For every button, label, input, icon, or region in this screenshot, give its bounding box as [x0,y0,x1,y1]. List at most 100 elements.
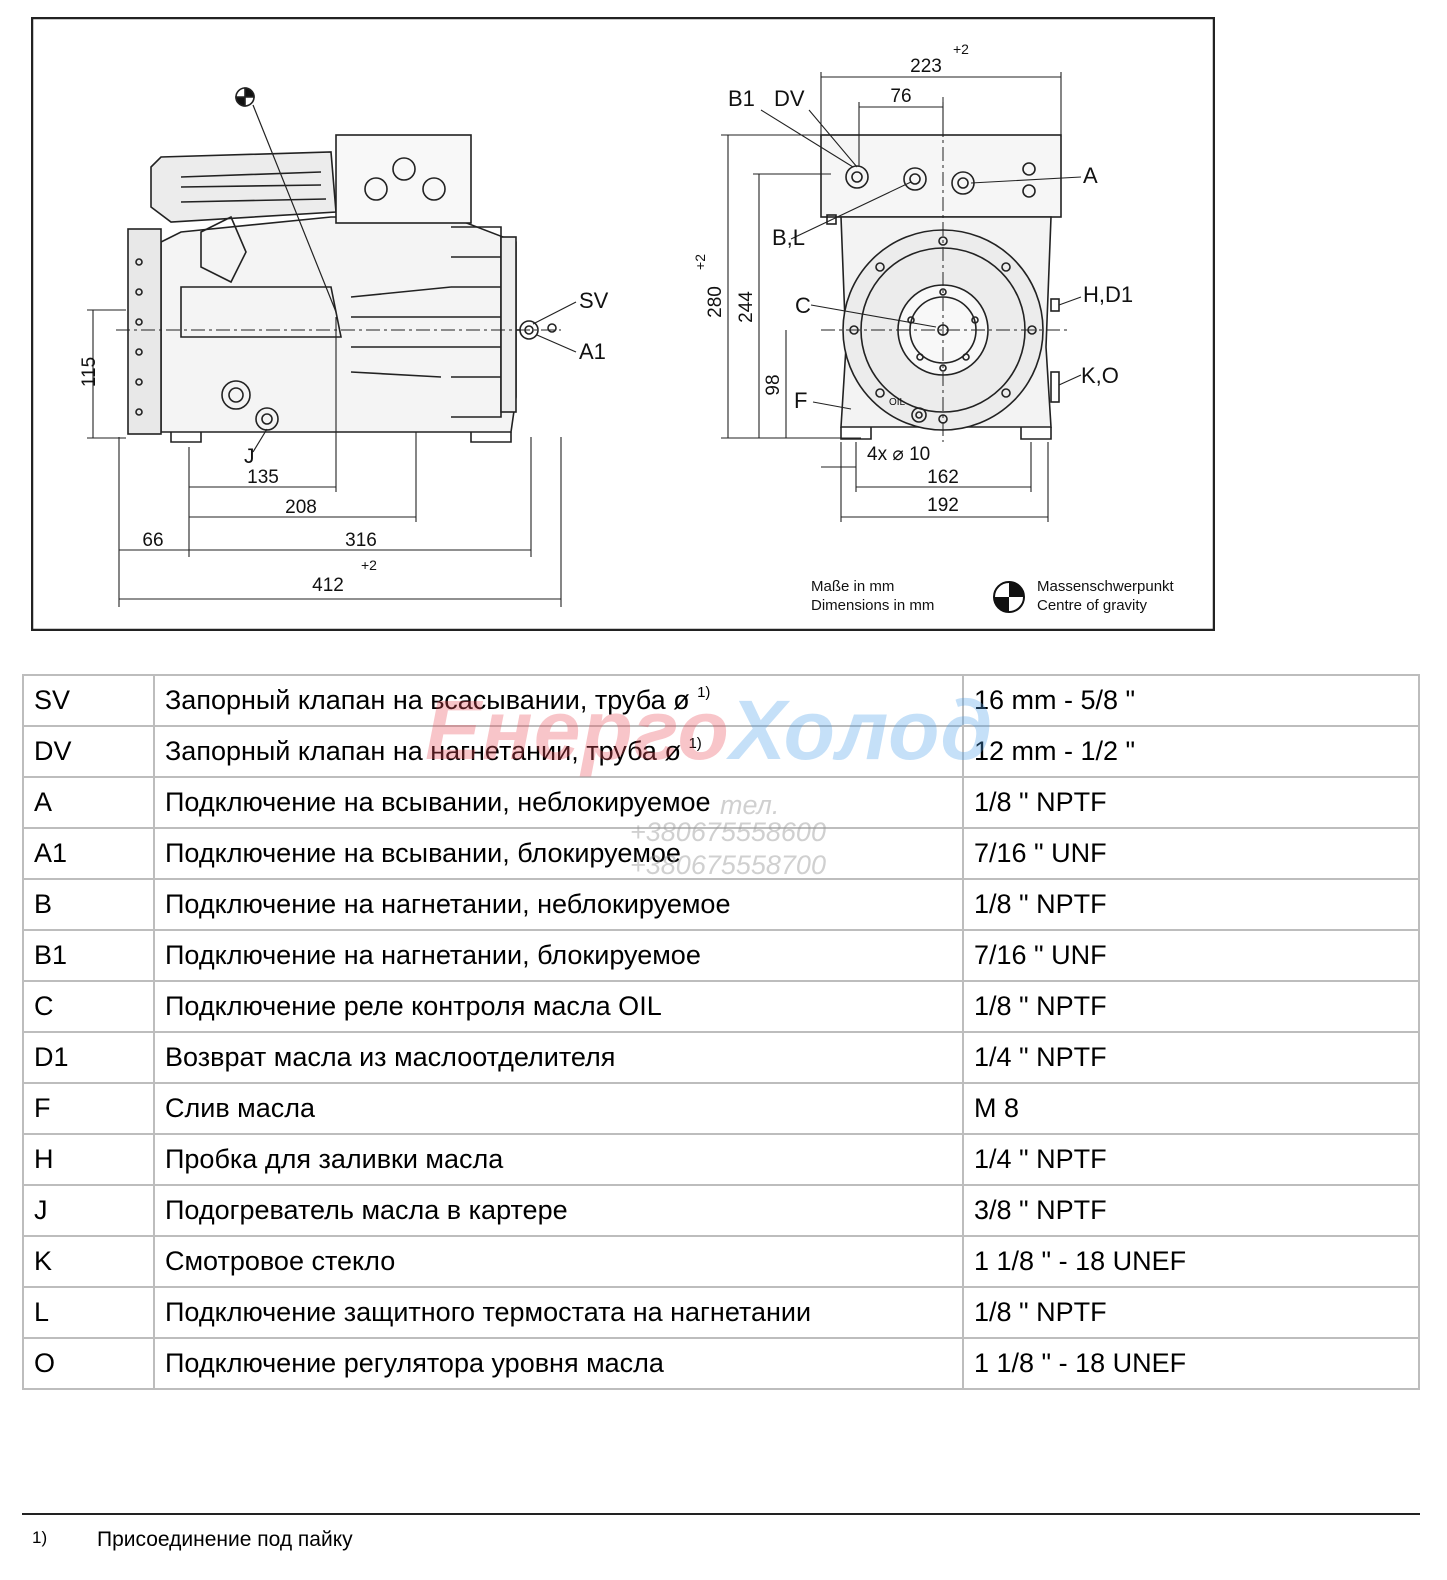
label-ko: K,O [1081,363,1119,388]
row-code: F [22,1082,155,1135]
footnote-divider [22,1513,1420,1515]
row-description: Подключение на нагнетании, неблокируемое [153,878,964,931]
row-description: Подключение на всывании, блокируемое [153,827,964,880]
dim-208: 208 [285,497,317,518]
row-code: K [22,1235,155,1288]
label-sv: SV [579,288,609,313]
label-bl: B,L [772,225,805,250]
dim-316: 316 [345,530,377,551]
row-description-text: Запорный клапан на нагнетании, труба ø [165,736,681,766]
units-en: Dimensions in mm [811,597,934,614]
row-value: 1/8 " NPTF [962,1286,1420,1339]
row-value: 7/16 " UNF [962,929,1420,982]
row-value: 1 1/8 " - 18 UNEF [962,1337,1420,1390]
row-description: Пробка для заливки масла [153,1133,964,1186]
footnote-text: Присоединение под пайку [97,1528,353,1551]
dim-223-tolerance: +2 [953,41,969,57]
dim-280: 280 [705,286,726,318]
dim-412-tolerance: +2 [361,557,377,573]
footnote-mark: 1) [32,1528,48,1547]
technical-drawing: 115 135 208 66 316 412 +2 SV A1 J [31,17,1215,631]
end-view [760,97,1082,442]
drawing-legend: Maße in mm Dimensions in mm Massenschwer… [811,578,1175,614]
row-description-text: Подключение на нагнетании, блокируемое [165,940,701,970]
dim-412: 412 [312,575,344,596]
row-description: Слив масла [153,1082,964,1135]
dim-280-tolerance: +2 [692,254,708,270]
row-code: DV [22,725,155,778]
row-value: 1/8 " NPTF [962,980,1420,1033]
row-value: 1 1/8 " - 18 UNEF [962,1235,1420,1288]
table-row: J Подогреватель масла в картере 3/8 " NPTF [22,1184,1420,1237]
row-description-text: Подключение на нагнетании, неблокируемое [165,889,731,919]
table-row: SV Запорный клапан на всасывании, труба ø… [22,674,1420,727]
row-code: J [22,1184,155,1237]
row-value: 7/16 " UNF [962,827,1420,880]
row-description-text: Смотровое стекло [165,1246,396,1276]
row-description-text: Подключение защитного термостата на нагн… [165,1297,812,1327]
row-description-text: Запорный клапан на всасывании, труба ø [165,685,690,715]
row-description: Возврат масла из маслоотделителя [153,1031,964,1084]
row-description-text: Пробка для заливки масла [165,1144,504,1174]
dim-115: 115 [79,357,100,387]
table-row: B1 Подключение на нагнетании, блокируемое… [22,929,1420,982]
dim-223: 223 [910,56,942,77]
table-row: L Подключение защитного термостата на наг… [22,1286,1420,1339]
row-value: M 8 [962,1082,1420,1135]
dim-76: 76 [890,86,911,107]
label-oil: OIL [889,397,906,408]
row-code: H [22,1133,155,1186]
row-value: 16 mm - 5/8 " [962,674,1420,727]
row-code: SV [22,674,155,727]
row-description: Подключение регулятора уровня масла [153,1337,964,1390]
label-j: J [244,445,255,468]
row-code: D1 [22,1031,155,1084]
row-description-text: Возврат масла из маслоотделителя [165,1042,616,1072]
row-description: Подключение реле контроля масла OIL [153,980,964,1033]
connections-table: SV Запорный клапан на всасывании, труба ø… [22,674,1420,1390]
side-view [116,87,577,453]
dim-162: 162 [927,467,959,488]
label-a: A [1083,163,1098,188]
label-dv: DV [774,86,805,111]
table-row: B Подключение на нагнетании, неблокируемо… [22,878,1420,931]
dim-98: 98 [763,374,784,395]
label-b1: B1 [728,86,755,111]
table-row: K Смотровое стекло 1 1/8 " - 18 UNEF [22,1235,1420,1288]
row-code: B [22,878,155,931]
row-description: Подключение защитного термостата на нагн… [153,1286,964,1339]
row-description: Подключение на нагнетании, блокируемое [153,929,964,982]
label-a1: A1 [579,339,606,364]
end-dimension-lines [721,72,1062,522]
row-code: C [22,980,155,1033]
row-description: Подключение на всывании, неблокируемое [153,776,964,829]
row-value: 1/8 " NPTF [962,878,1420,931]
table-row: C Подключение реле контроля масла OIL 1/8 … [22,980,1420,1033]
label-f: F [794,388,807,413]
row-value: 1/8 " NPTF [962,776,1420,829]
dim-244: 244 [736,291,757,323]
row-value: 12 mm - 1/2 " [962,725,1420,778]
row-code: A [22,776,155,829]
centre-of-gravity-icon [993,581,1025,613]
row-description: Запорный клапан на нагнетании, труба ø 1… [153,725,964,778]
side-dimension-texts: 115 135 208 66 316 412 +2 SV A1 J [79,288,609,596]
units-de: Maße in mm [811,578,894,595]
row-code: L [22,1286,155,1339]
footnote-ref: 1) [697,684,711,701]
row-code: A1 [22,827,155,880]
cog-de: Massenschwerpunkt [1037,578,1175,595]
table-row: F Слив масла M 8 [22,1082,1420,1135]
row-description-text: Подогреватель масла в картере [165,1195,568,1225]
row-code: O [22,1337,155,1390]
row-value: 3/8 " NPTF [962,1184,1420,1237]
dim-66: 66 [142,530,163,551]
dim-4x10: 4x ⌀ 10 [867,444,930,465]
end-dimension-texts: 223 +2 76 280 +2 244 98 4x ⌀ 10 162 192 … [692,41,1133,516]
side-dimension-lines [87,309,562,607]
row-description-text: Подключение реле контроля масла OIL [165,991,662,1021]
row-code: B1 [22,929,155,982]
row-description-text: Слив масла [165,1093,316,1123]
